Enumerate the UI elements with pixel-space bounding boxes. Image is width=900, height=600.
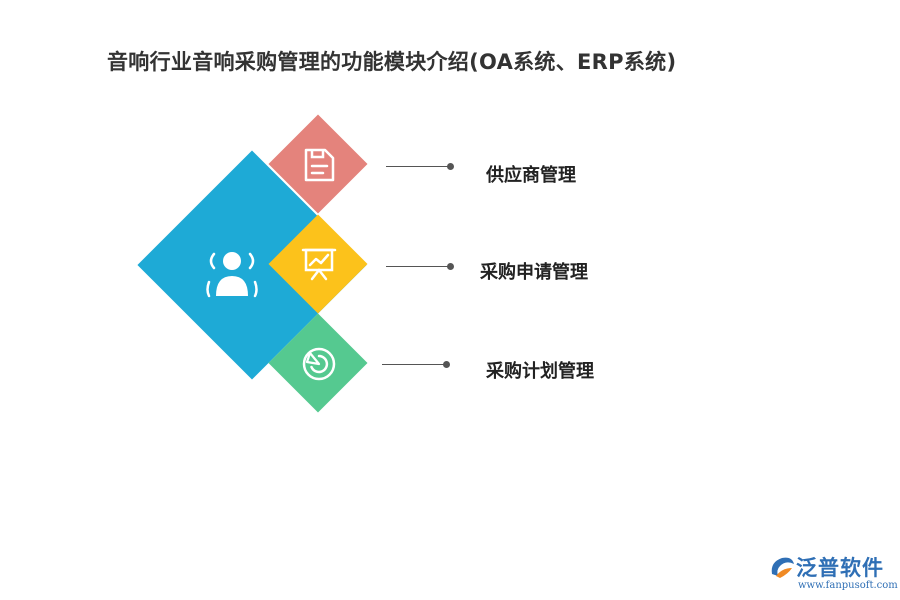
user-icon [204, 248, 260, 300]
pie-chart-icon [300, 345, 338, 383]
connector-line-3 [382, 364, 446, 365]
page-title: 音响行业音响采购管理的功能模块介绍(OA系统、ERP系统) [107, 50, 677, 74]
logo-url: www.fanpusoft.com [798, 580, 898, 591]
connector-dot-3 [443, 361, 450, 368]
connector-line-1 [386, 166, 450, 167]
logo-name: 泛普软件 [796, 556, 884, 580]
connector-dot-1 [447, 163, 454, 170]
item-label-2: 采购申请管理 [480, 262, 588, 283]
connector-dot-2 [447, 263, 454, 270]
brand-logo: 泛普软件 www.fanpusoft.com [768, 552, 898, 596]
document-icon [301, 147, 337, 183]
connector-line-2 [386, 266, 450, 267]
item-label-1: 供应商管理 [486, 165, 576, 186]
fanpu-logo-icon [768, 554, 796, 580]
presentation-chart-icon [301, 246, 337, 282]
item-label-3: 采购计划管理 [486, 361, 594, 382]
